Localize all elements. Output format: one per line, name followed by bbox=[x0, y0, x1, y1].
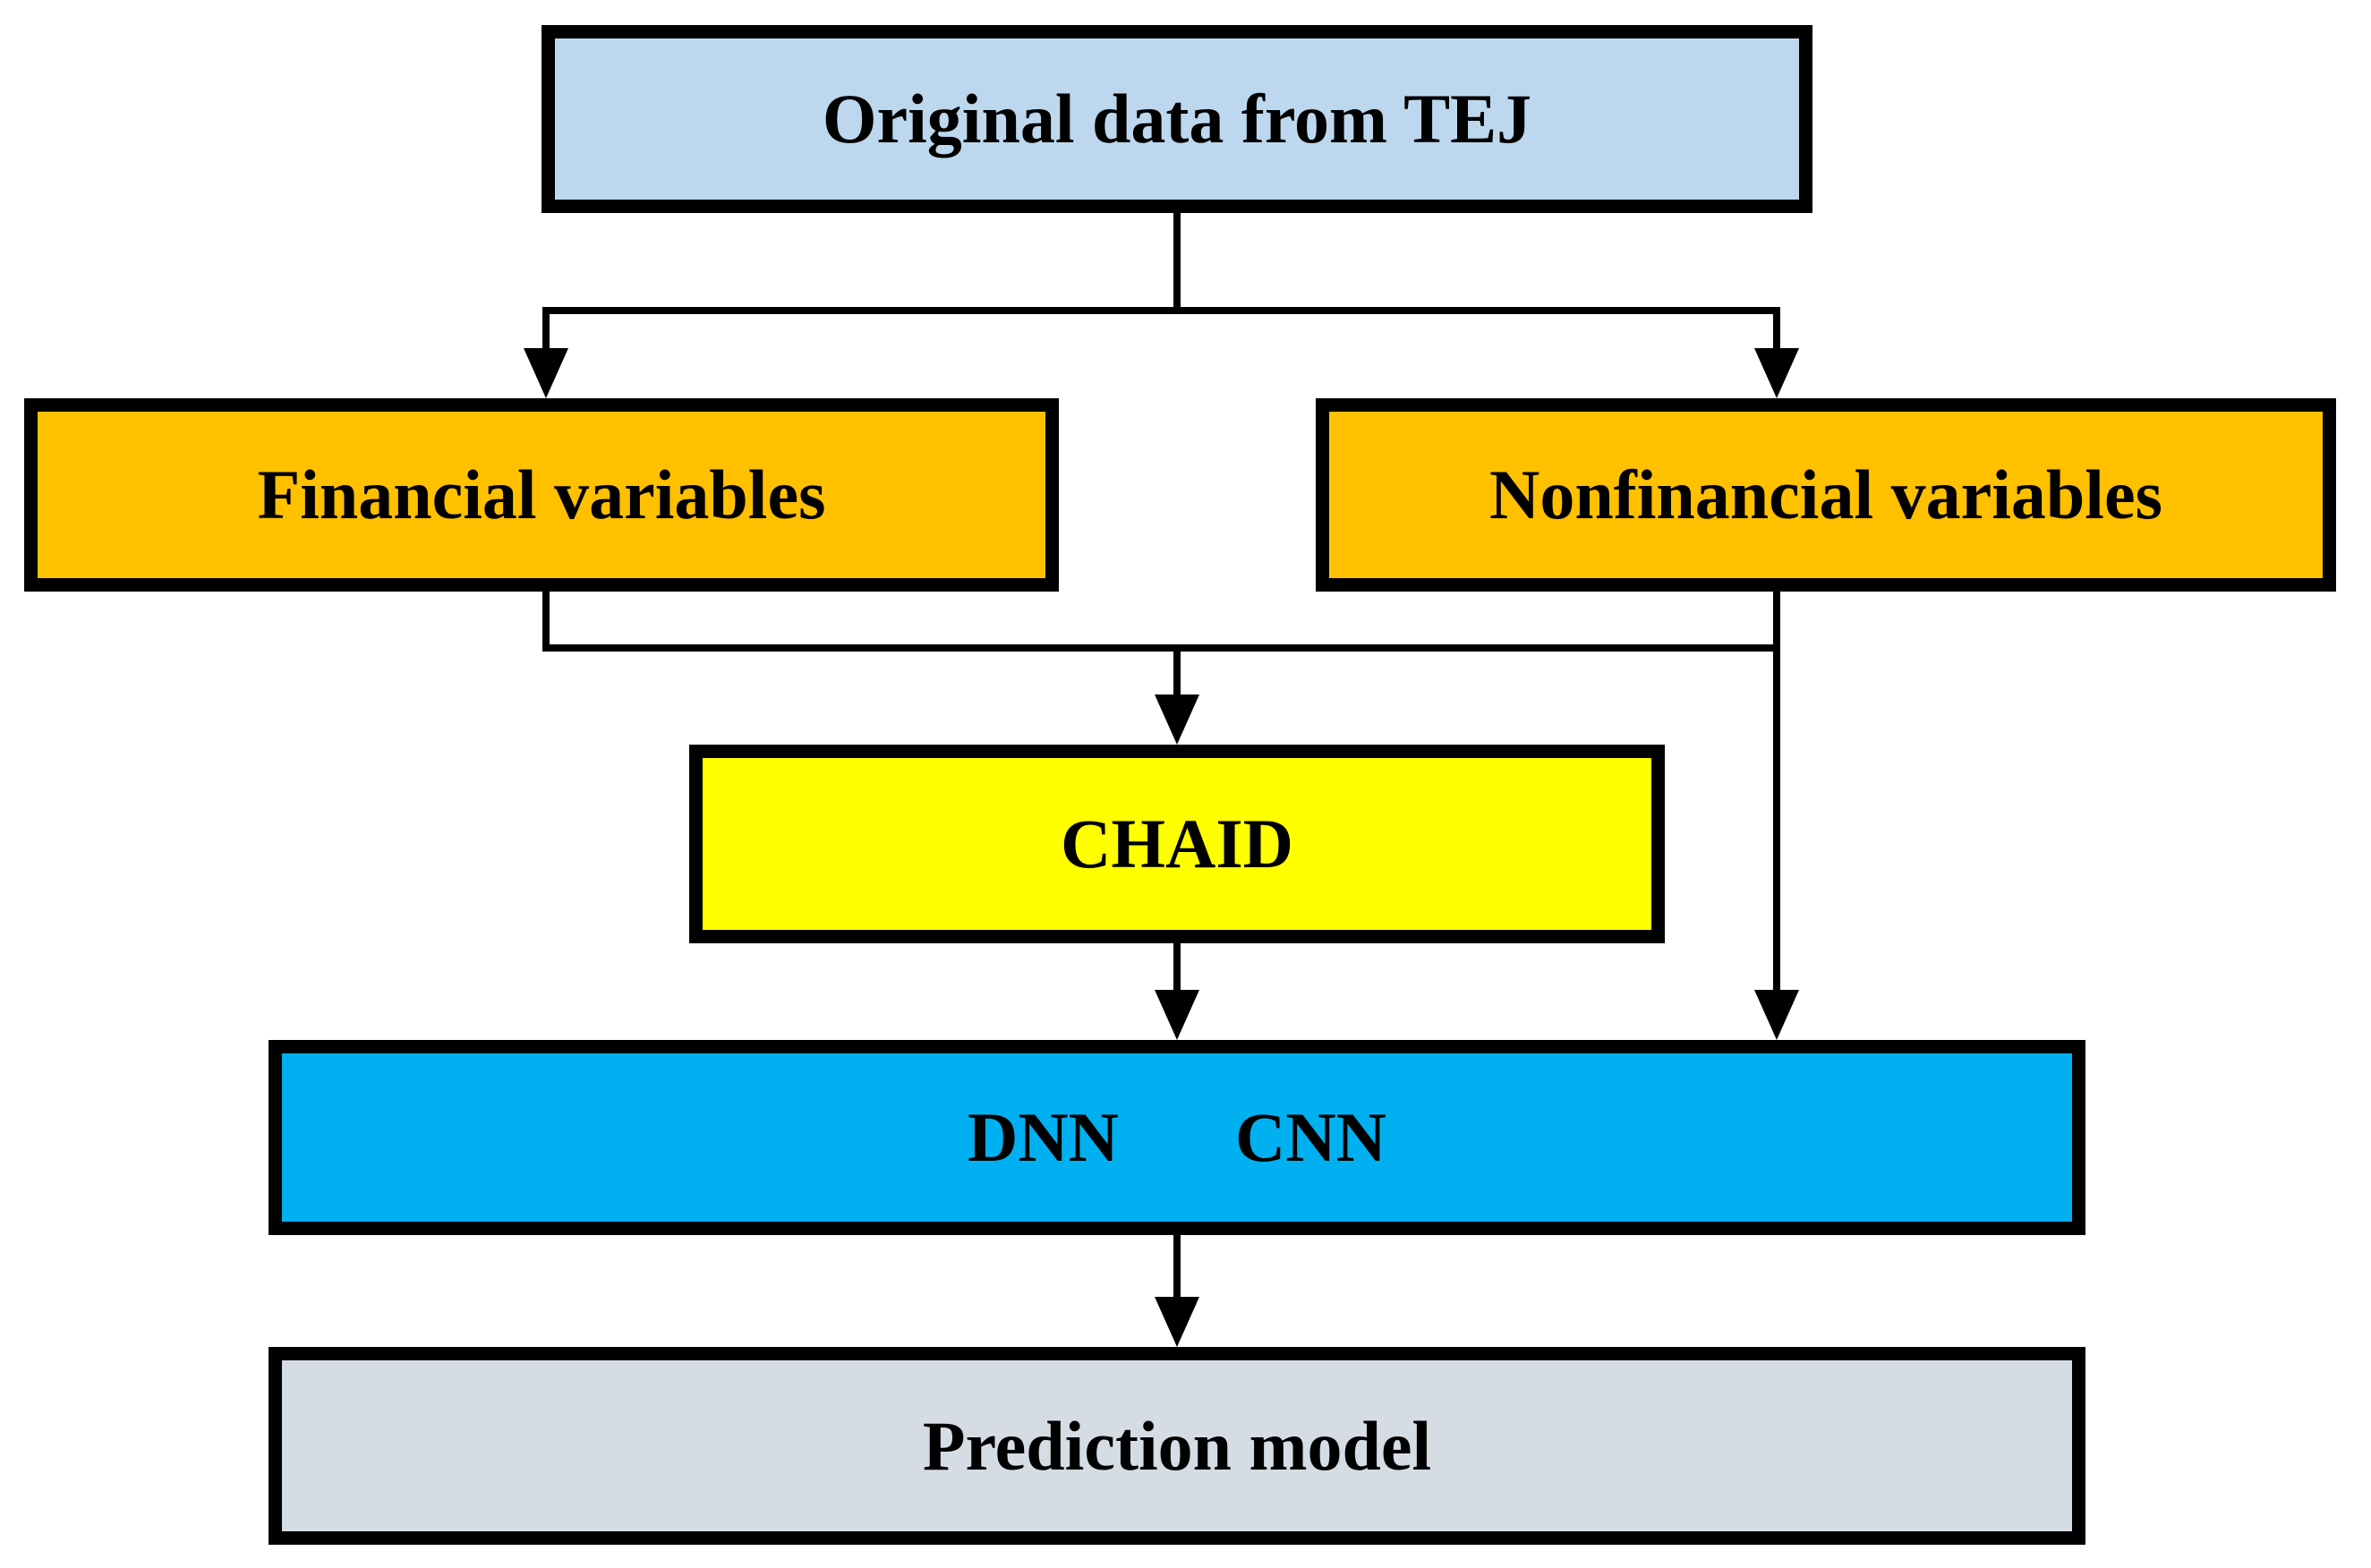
connector-nonfinancial-to-models bbox=[1773, 592, 1780, 990]
node-label-chaid: CHAID bbox=[1060, 805, 1293, 882]
connector-to-nonfinancial bbox=[1773, 307, 1780, 352]
connector-merge-bar bbox=[542, 644, 1780, 652]
arrowhead-to-chaid-icon bbox=[1155, 695, 1199, 745]
arrowhead-models-to-prediction-icon bbox=[1155, 1297, 1199, 1347]
node-chaid: CHAID bbox=[689, 745, 1665, 943]
node-financial-variables: Financial variables bbox=[24, 398, 1059, 592]
arrowhead-nonfinancial-to-models-icon bbox=[1754, 990, 1799, 1040]
connector-models-to-prediction bbox=[1173, 1235, 1181, 1297]
arrowhead-chaid-to-models-icon bbox=[1155, 990, 1199, 1040]
node-label-dnn: DNN bbox=[968, 1098, 1119, 1176]
node-labels-dnn-cnn: DNN CNN bbox=[968, 1103, 1386, 1172]
node-label-prediction-model: Prediction model bbox=[922, 1406, 1432, 1485]
node-dnn-cnn: DNN CNN bbox=[269, 1040, 2085, 1235]
node-nonfinancial-variables: Nonfinancial variables bbox=[1316, 398, 2336, 592]
node-label-cnn: CNN bbox=[1235, 1098, 1386, 1176]
connector-to-chaid bbox=[1173, 644, 1181, 695]
connector-to-financial bbox=[542, 307, 550, 352]
node-label-financial-variables: Financial variables bbox=[257, 456, 826, 533]
arrowhead-to-financial-icon bbox=[524, 348, 568, 398]
connector-financial-stem bbox=[542, 592, 550, 652]
node-original-data: Original data from TEJ bbox=[542, 25, 1812, 213]
node-label-nonfinancial-variables: Nonfinancial variables bbox=[1489, 456, 2162, 533]
arrowhead-to-nonfinancial-icon bbox=[1754, 348, 1799, 398]
connector-original-stem bbox=[1173, 213, 1181, 311]
node-prediction-model: Prediction model bbox=[269, 1347, 2085, 1545]
node-label-original-data: Original data from TEJ bbox=[822, 80, 1532, 158]
connector-top-split-bar bbox=[542, 307, 1780, 314]
connector-chaid-to-models bbox=[1173, 943, 1181, 990]
